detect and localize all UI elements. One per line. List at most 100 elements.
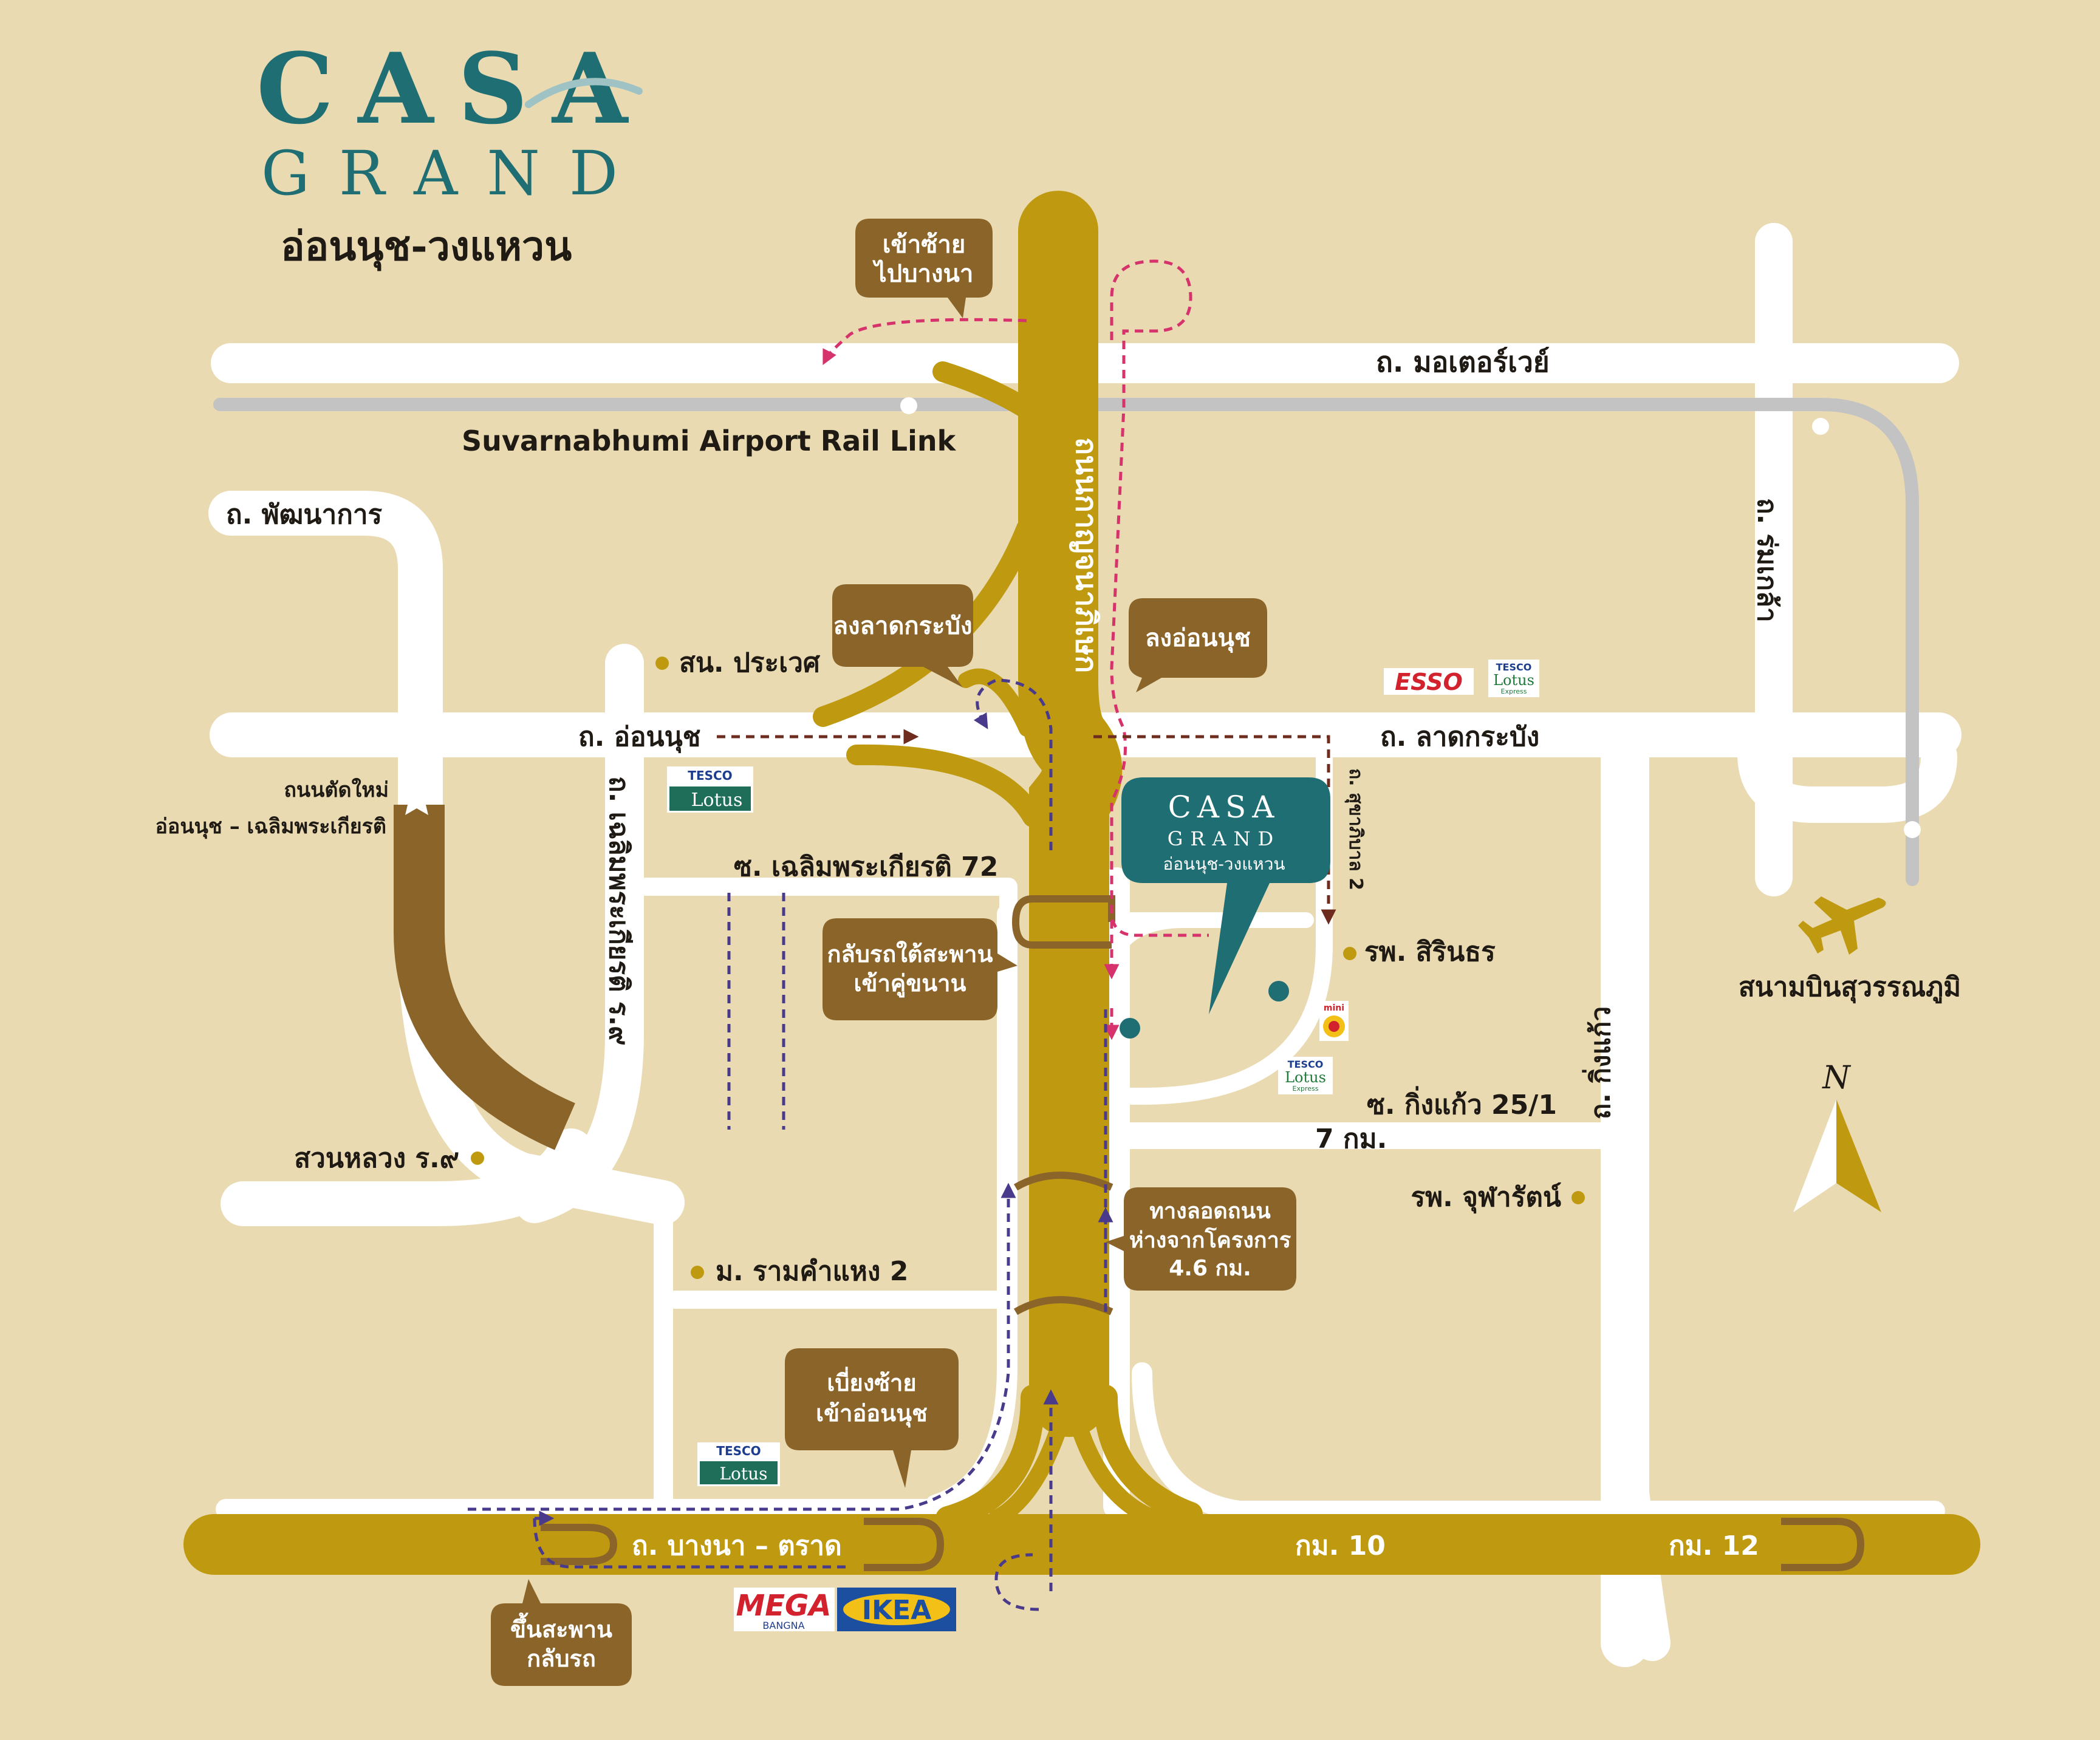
project-pin-brand-bottom: GRAND [1168,827,1281,850]
compass-needle-right [1836,1099,1881,1212]
road-chaloem-r9 [515,644,644,1223]
road-sirindhorn-loop [1110,912,1192,955]
rail-link [213,398,1919,886]
place-dot [691,1266,704,1279]
compass: N [1793,1060,1881,1212]
label-new-road-1: ถนนตัดใหม่ [284,777,389,802]
ramp-bangna-sw [935,1385,1045,1530]
callout-line: เบี่ยงซ้าย [827,1366,916,1396]
highway-ring-road [1018,191,1123,1437]
callout-line: ห่างจากโครงการ [1129,1227,1291,1253]
place-dot [655,657,669,670]
place-dot [1343,947,1356,960]
place-label: สน. ประเวศ [679,647,821,678]
place-label: รพ. สิรินธร [1364,937,1496,967]
tesco-text: TESCO [716,1444,761,1458]
airplane-icon [1798,896,1886,955]
label-phatthanakan: ถ. พัฒนาการ [226,499,383,530]
esso-text: ESSO [1395,669,1463,695]
place-label: สวนหลวง ร.๙ [294,1143,459,1174]
label-on-nut: ถ. อ่อนนุช [578,722,701,754]
label-kingkaeo: ถ. กิ่งแก้ว [1582,1006,1616,1120]
ramp-on-nut-sw [846,744,1043,827]
logo-subtitle: อ่อนนุช-วงแหวน [281,222,572,271]
label-ring-road: ถนนกาญจนาภิเษก [1069,437,1103,673]
compass-needle-left [1793,1099,1836,1212]
rail-station-dot [1812,418,1829,435]
rail-station-dot [900,397,917,414]
tesco-text: TESCO [1288,1059,1324,1070]
label-lat-krabang: ถ. ลาดกระบัง [1380,722,1539,752]
new-road-star-icon [398,781,435,815]
lotus-text: Lotus [1493,672,1534,689]
mega-sub-text: BANGNA [762,1620,804,1631]
route-pink [823,259,1209,1040]
callout-bridge-uturn: ขึ้นสะพาน กลับรถ [491,1579,632,1686]
callout-line: เข้าอ่อนนุช [816,1400,928,1428]
place-airport: สนามบินสุวรรณภูมิ [1739,896,1961,1004]
project-pin-subtitle: อ่อนนุช-วงแหวน [1163,854,1285,875]
callout-line: 4.6 กม. [1169,1256,1251,1281]
lotus-text: Lotus [691,790,743,811]
road-parallel-left [925,904,1018,1515]
label-romklao: ถ. ร่มเกล้า [1751,498,1782,623]
label-km7: 7 กม. [1315,1124,1387,1155]
label-motorway: ถ. มอเตอร์เวย์ [1376,346,1550,378]
express-text: Express [1501,687,1527,695]
compass-north-label: N [1821,1060,1851,1096]
callout-line: กลับรถใต้สะพาน [827,941,993,967]
route-purple [468,678,1113,1611]
callout-line: ลงอ่อนนุช [1145,624,1251,653]
tesco-lotus-logo: TESCO Lotus [697,1442,780,1486]
tesco-lotus-express-logo: TESCO Lotus Express [1278,1057,1333,1094]
callout-line: เข้าซ้าย [883,231,966,259]
callout-down-on-nut: ลงอ่อนนุช [1129,598,1267,692]
callout-line: เข้าคู่ขนาน [854,970,966,998]
place-sirindhorn: รพ. สิรินธร [1343,937,1496,967]
tesco-lotus-logo: TESCO Lotus [667,766,753,813]
road-east-frontage [1132,1362,1945,1521]
ramp-bangna-root1 [988,1425,1065,1527]
label-km12: กม. 12 [1669,1530,1759,1561]
label-chaloem-r9: ถ. เฉลิมพระเกียรติ ร.๙ [603,776,634,1045]
bridges [541,895,1865,1571]
ikea-logo: IKEA [837,1588,956,1631]
label-rail-link: Suvarnabhumi Airport Rail Link [462,425,957,457]
place-chularat: รพ. จุฬารัตน์ [1411,1182,1585,1214]
lotus-text: Lotus [719,1464,767,1484]
place-suan-luang: สวนหลวง ร.๙ [294,1143,484,1174]
express-text: Express [1293,1085,1319,1093]
ikea-text: IKEA [862,1595,932,1626]
place-label: สนามบินสุวรรณภูมิ [1739,972,1961,1004]
tesco-text: TESCO [1496,661,1532,673]
logo-swoosh [525,78,643,108]
logo: CASA GRAND อ่อนนุช-วงแหวน [256,32,652,271]
callout-line: ไปบางนา [872,259,974,288]
place-prawet: สน. ประเวศ [655,647,821,678]
label-soi-kingkaeo: ซ. กิ่งแก้ว 25/1 [1367,1086,1557,1121]
label-soi-chaloem72: ซ. เฉลิมพระเกียรติ 72 [734,851,998,882]
mega-text: MEGA [736,1589,831,1623]
esso-logo: ESSO [1384,668,1474,695]
rail-station-dot [1904,821,1921,838]
label-sukhaphiban2: ถ. สุขาภิบาล 2 [1344,768,1366,890]
label-km10: กม. 10 [1295,1530,1386,1561]
ramp-on-nut-loop [958,668,1035,737]
place-dot [1572,1191,1585,1204]
place-label: ม. รามคำแหง 2 [716,1256,908,1287]
mini-text: mini [1324,1003,1344,1013]
callout-line: ลงลาดกระบัง [833,612,972,640]
place-label: รพ. จุฬารัตน์ [1411,1182,1561,1214]
mega-bangna-logo: MEGA BANGNA [734,1588,835,1631]
new-road-on-nut-chaloem [394,805,576,1150]
callout-u-turn-parallel: กลับรถใต้สะพาน เข้าคู่ขนาน [823,918,1018,1020]
ramp-motorway-nw [932,361,1043,423]
project-dot [1120,1018,1140,1039]
tesco-text: TESCO [688,768,732,783]
mini-big-c-logo: mini [1319,1001,1349,1041]
label-new-road-2: อ่อนนุช – เฉลิมพระเกียรติ [155,814,386,839]
project-pin-body [1121,777,1330,1014]
project-pin[interactable]: CASA GRAND อ่อนนุช-วงแหวน [1121,777,1330,1014]
logo-brand-top: CASA [256,32,652,146]
